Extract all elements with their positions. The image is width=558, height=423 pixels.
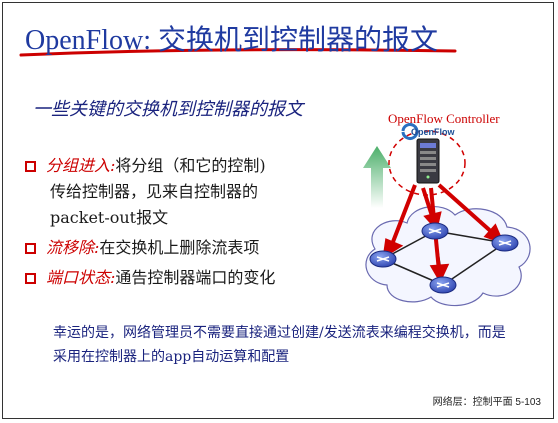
router-icon (491, 234, 519, 252)
controller-highlight (388, 130, 466, 196)
network-diagram (363, 123, 531, 307)
bullet-cont-2: packet-out报文 (50, 208, 169, 227)
openflow-logo-icon (401, 123, 419, 140)
bullet-box-icon (25, 273, 36, 284)
openflow-logo: OpenFlow (411, 127, 455, 137)
title-underline (19, 48, 457, 57)
bullet-text: 在交换机上删除流表项 (99, 238, 260, 257)
bullet-flow-removed: 流移除:在交换机上删除流表项 (25, 235, 259, 261)
router-icon (429, 276, 457, 294)
slide-title: OpenFlow: 交换机到控制器的报文 (25, 25, 439, 56)
router-icon (421, 222, 449, 240)
bullet-box-icon (25, 243, 36, 254)
router-icon (369, 250, 397, 268)
note-text: 幸运的是，网络管理员不需要直接通过创建/发送流表来编程交换机，而是采用在控制器上… (53, 325, 506, 365)
bullet-text: 通告控制器端口的变化 (115, 268, 276, 287)
subtitle: 一些关键的交换机到控制器的报文 (33, 99, 303, 120)
up-arrow-icon (363, 146, 391, 208)
bullet-term: 流移除: (46, 238, 100, 257)
bullet-box-icon (25, 161, 36, 172)
controller-label: OpenFlow Controller (388, 111, 500, 126)
slide: OpenFlow: 交换机到控制器的报文 一些关键的交换机到控制器的报文 分组进… (2, 2, 554, 419)
bullet-cont-1: 传给控制器，见来自控制器的 (50, 182, 259, 201)
server-icon (416, 138, 440, 184)
bullet-text: 将分组（和它的控制) (115, 156, 266, 175)
slide-footer: 网络层：控制平面 5-103 (432, 397, 541, 408)
bullet-port-status: 端口状态:通告控制器端口的变化 (25, 265, 275, 291)
bullet-packet-in: 分组进入:将分组（和它的控制) 传给控制器，见来自控制器的 packet-out… (25, 153, 266, 231)
bullet-term: 端口状态: (46, 268, 116, 287)
bullet-term: 分组进入: (46, 156, 116, 175)
